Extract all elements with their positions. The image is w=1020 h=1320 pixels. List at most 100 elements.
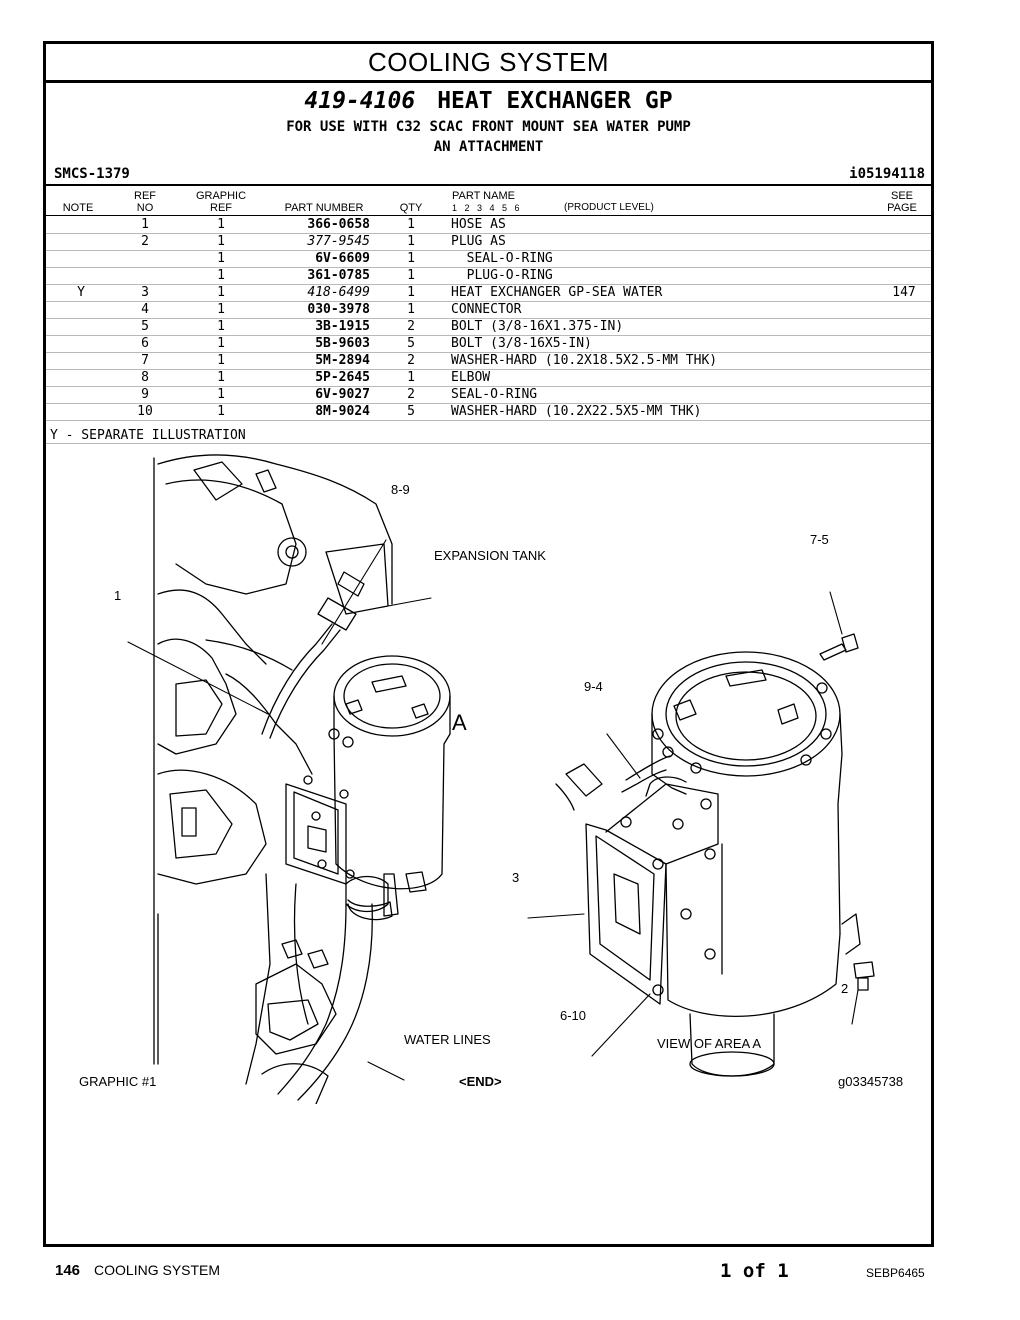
col-ref-top: REF — [134, 190, 156, 202]
exploded-view-illustration — [127, 454, 875, 1104]
col-qty: QTY — [399, 202, 423, 214]
graphic-number: GRAPHIC #1 — [79, 1074, 157, 1089]
row-part-number[interactable]: 030-3978 — [307, 302, 370, 317]
row-ref-no: 7 — [141, 353, 149, 368]
row-part-number[interactable]: 377-9545 — [307, 234, 370, 249]
row-part-name: CONNECTOR — [451, 302, 522, 317]
info-id: i05194118 — [849, 166, 925, 182]
row-qty: 5 — [407, 336, 415, 351]
row-ref-no: 1 — [141, 217, 149, 232]
row-part-name: PLUG-O-RING — [451, 268, 553, 283]
section-title: COOLING SYSTEM — [46, 44, 931, 83]
legend-note: Y - SEPARATE ILLUSTRATION — [50, 428, 246, 443]
row-part-name: PLUG AS — [451, 234, 506, 249]
row-part-number[interactable]: 6V-6609 — [315, 251, 370, 266]
row-part-number[interactable]: 6V-9027 — [315, 387, 370, 402]
row-part-number[interactable]: 5P-2645 — [315, 370, 370, 385]
row-part-number[interactable]: 418-6499 — [307, 285, 370, 300]
row-qty: 2 — [407, 387, 415, 402]
callout-3: 3 — [512, 870, 520, 885]
row-qty: 5 — [407, 404, 415, 419]
col-product-level: (PRODUCT LEVEL) — [564, 202, 654, 213]
row-part-number[interactable]: 366-0658 — [307, 217, 370, 232]
group-name: HEAT EXCHANGER GP — [437, 88, 673, 114]
row-part-name: ELBOW — [451, 370, 491, 385]
row-part-number[interactable]: 8M-9024 — [315, 404, 370, 419]
row-ref-no: 3 — [141, 285, 149, 300]
col-graphic-top: GRAPHIC — [195, 190, 247, 202]
row-note: Y — [77, 285, 85, 300]
area-a-marker: A — [452, 710, 467, 735]
graphic-id: g03345738 — [838, 1074, 904, 1089]
row-graphic-ref: 1 — [217, 404, 225, 419]
heat-exchanger-detail-drawing — [555, 633, 875, 1077]
row-graphic-ref: 1 — [217, 387, 225, 402]
row-ref-no: 8 — [141, 370, 149, 385]
row-graphic-ref: 1 — [217, 268, 225, 283]
row-part-name: HEAT EXCHANGER GP-SEA WATER — [451, 285, 663, 300]
row-ref-no: 10 — [137, 404, 153, 419]
table-row: 10 1 8M-9024 5 WASHER-HARD (10.2X22.5X5-MM T… — [46, 403, 931, 421]
row-qty: 1 — [407, 285, 415, 300]
engine-assembly-drawing — [153, 454, 451, 1104]
row-qty: 1 — [407, 234, 415, 249]
group-part-number[interactable]: 419-4106 — [304, 88, 416, 114]
row-graphic-ref: 1 — [217, 251, 225, 266]
col-part-name: PART NAME — [452, 190, 515, 202]
page-number: 146 — [55, 1262, 81, 1279]
row-qty: 2 — [407, 353, 415, 368]
row-qty: 2 — [407, 319, 415, 334]
row-part-name: BOLT (3/8-16X5-IN) — [451, 336, 592, 351]
col-see-bottom: PAGE — [887, 202, 917, 214]
callout-6-10: 6-10 — [560, 1008, 587, 1023]
row-ref-no: 9 — [141, 387, 149, 402]
callout-1: 1 — [114, 588, 122, 603]
row-part-number[interactable]: 361-0785 — [307, 268, 370, 283]
row-graphic-ref: 1 — [217, 234, 225, 249]
row-graphic-ref: 1 — [217, 302, 225, 317]
row-see-page[interactable]: 147 — [892, 285, 916, 300]
legend-divider — [46, 443, 931, 444]
water-lines-label: WATER LINES — [404, 1032, 491, 1047]
row-qty: 1 — [407, 370, 415, 385]
table-row: 9 1 6V-9027 2 SEAL-O-RING — [46, 386, 931, 404]
callout-2: 2 — [841, 981, 849, 996]
row-ref-no: 4 — [141, 302, 149, 317]
view-of-area-a-label: VIEW OF AREA A — [657, 1036, 762, 1051]
row-part-name: WASHER-HARD (10.2X18.5X2.5-MM THK) — [451, 353, 718, 368]
col-note: NOTE — [62, 202, 94, 214]
col-levels: 1 2 3 4 5 6 — [452, 203, 520, 213]
group-description-line2: AN ATTACHMENT — [433, 139, 544, 155]
row-qty: 1 — [407, 251, 415, 266]
row-part-number[interactable]: 5M-2894 — [315, 353, 370, 368]
row-graphic-ref: 1 — [217, 217, 225, 232]
group-header: 419-4106 HEAT EXCHANGER GP — [46, 88, 931, 114]
expansion-tank-label: EXPANSION TANK — [434, 548, 546, 563]
table-row: 1 6V-6609 1 SEAL-O-RING — [46, 250, 931, 268]
callout-leader-lines — [127, 539, 859, 1081]
row-part-number[interactable]: 3B-1915 — [315, 319, 370, 334]
row-qty: 1 — [407, 268, 415, 283]
row-part-name: SEAL-O-RING — [451, 251, 553, 266]
callout-8-9: 8-9 — [391, 482, 410, 497]
table-row: 1 1 366-0658 1 HOSE AS — [46, 216, 931, 234]
row-part-name: WASHER-HARD (10.2X22.5X5-MM THK) — [451, 404, 702, 419]
page-of-indicator: 1 of 1 — [720, 1260, 789, 1282]
end-marker: <END> — [459, 1074, 502, 1089]
row-part-name: HOSE AS — [451, 217, 506, 232]
col-see-top: SEE — [890, 190, 913, 202]
table-row: 1 361-0785 1 PLUG-O-RING — [46, 267, 931, 285]
col-graphic-bottom: REF — [210, 202, 232, 214]
row-ref-no: 6 — [141, 336, 149, 351]
row-part-name: SEAL-O-RING — [451, 387, 538, 402]
row-part-number[interactable]: 5B-9603 — [315, 336, 370, 351]
row-graphic-ref: 1 — [217, 370, 225, 385]
row-qty: 1 — [407, 217, 415, 232]
